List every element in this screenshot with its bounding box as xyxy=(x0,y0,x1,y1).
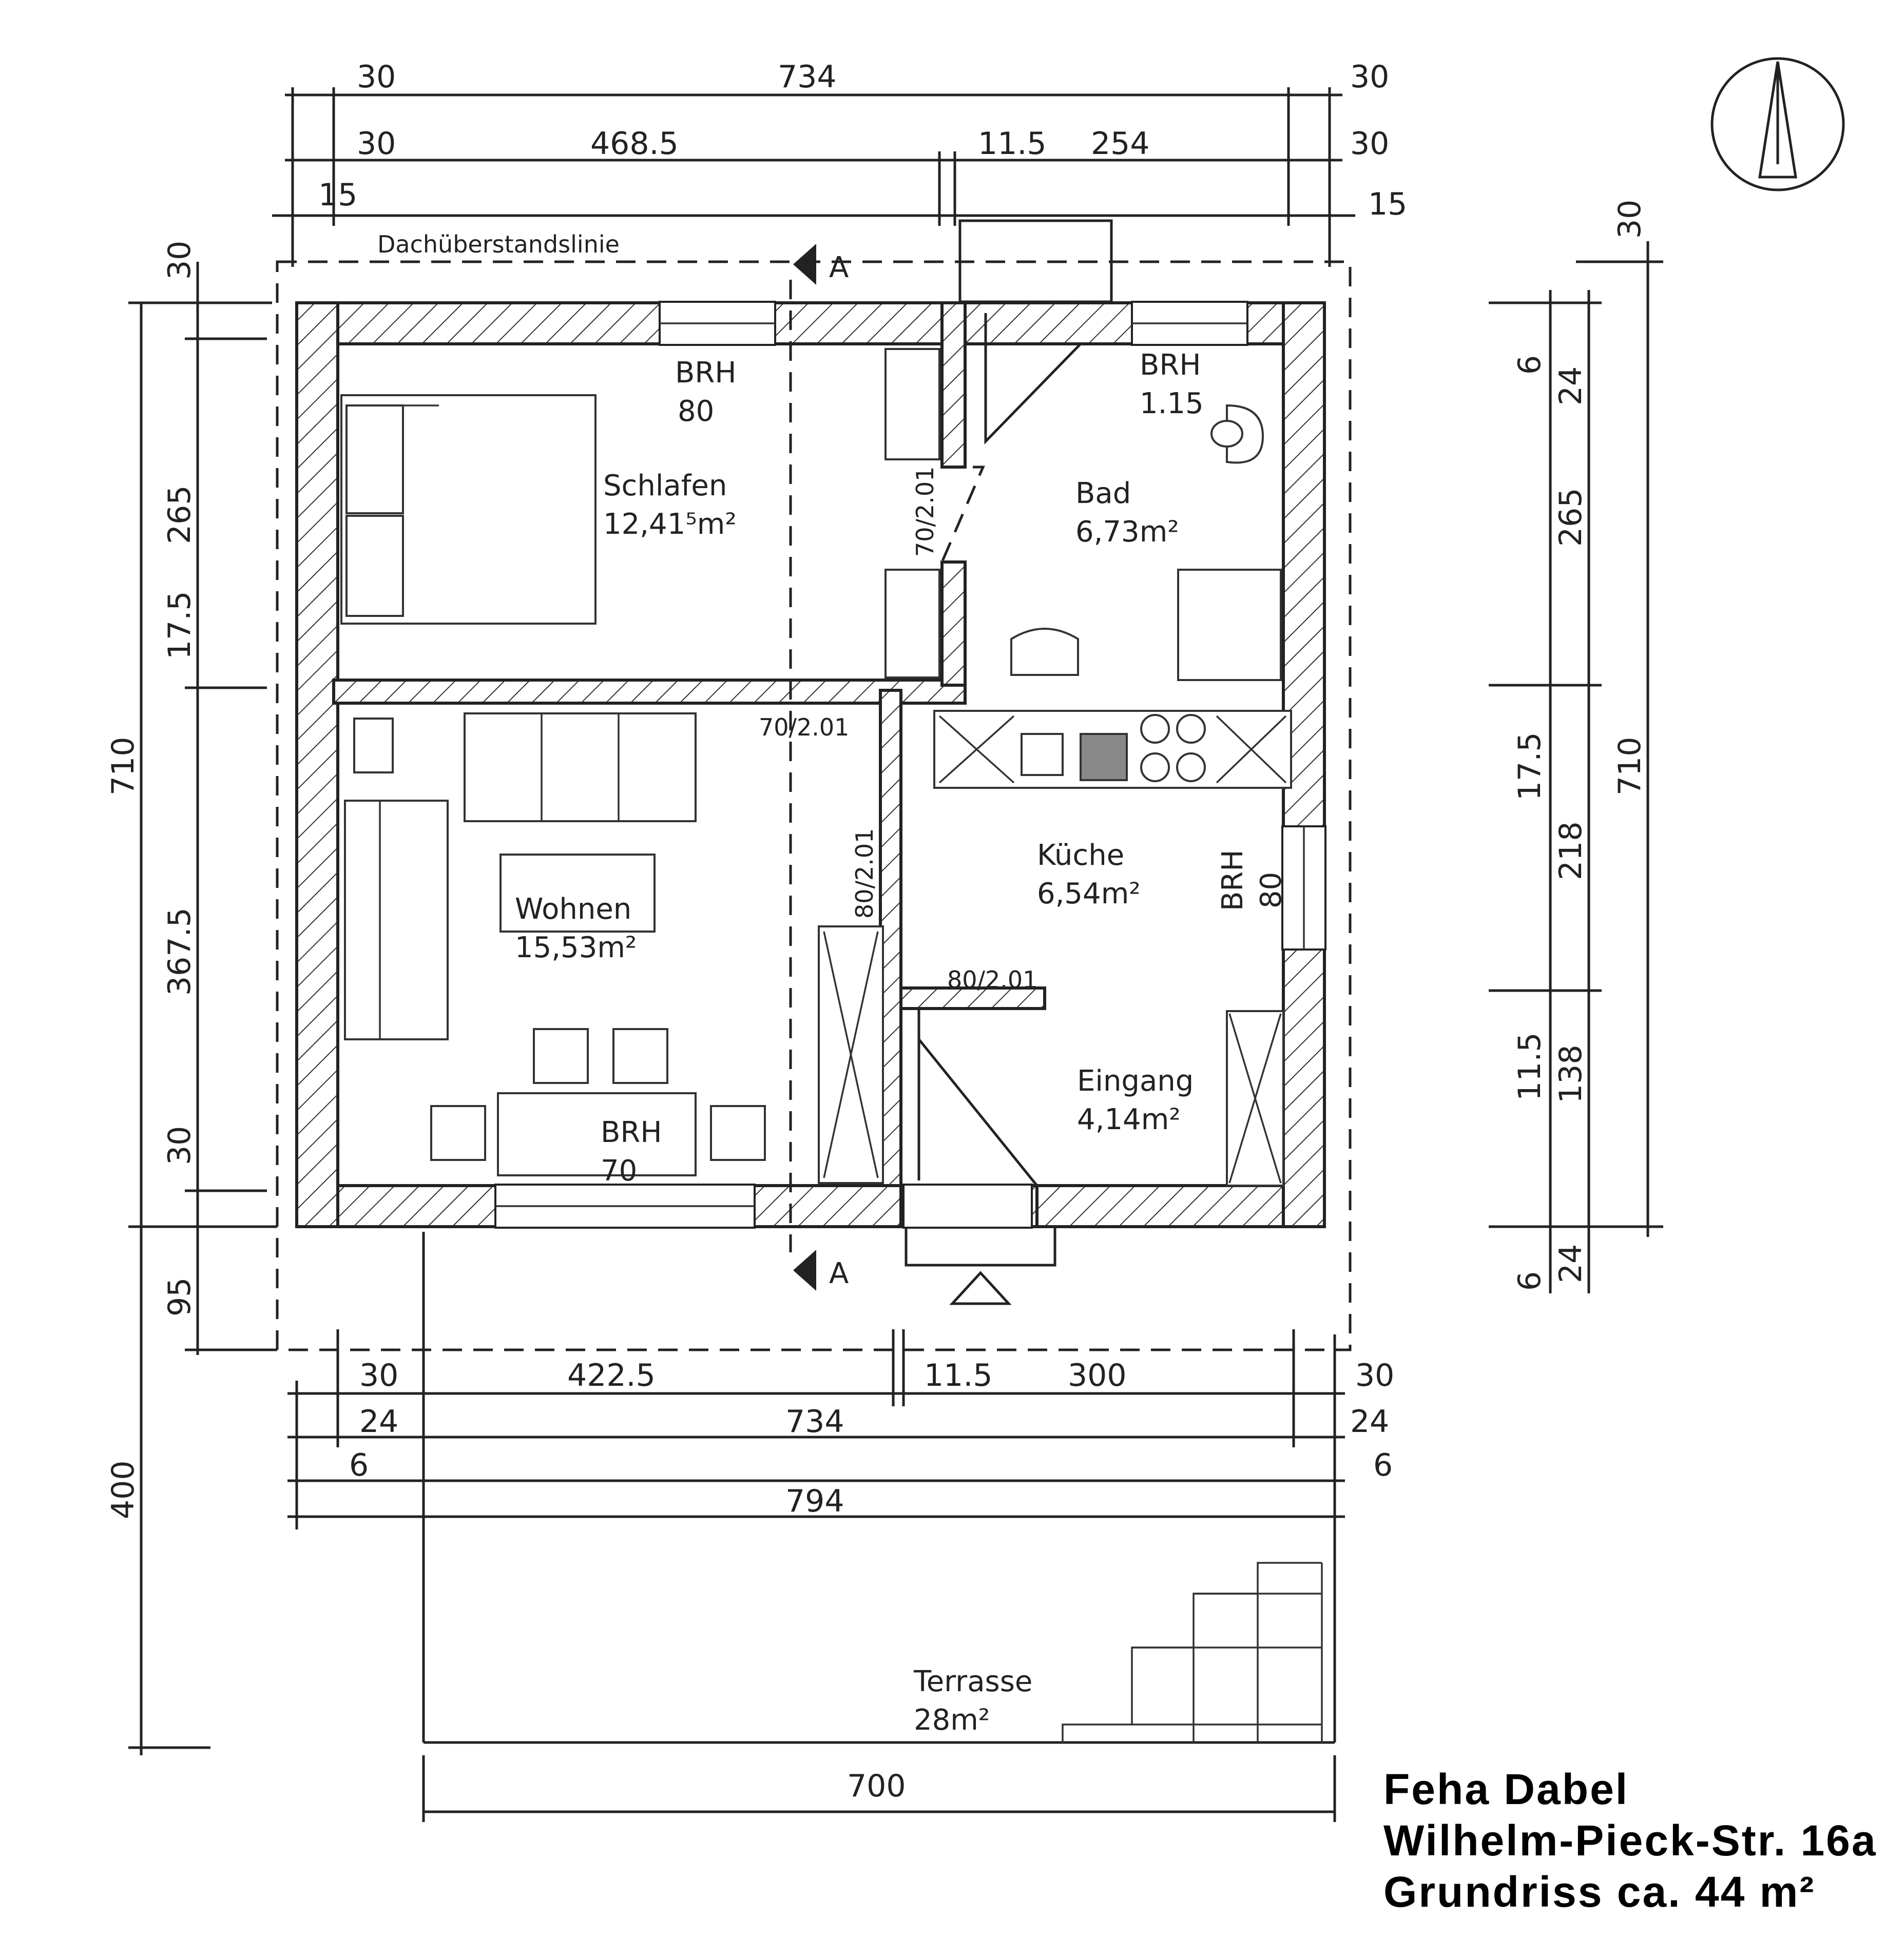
room-kueche-name: Küche xyxy=(1037,839,1124,872)
dim-label: 24 xyxy=(359,1404,398,1440)
furniture-eingang xyxy=(1226,1010,1284,1187)
dim-label: 700 xyxy=(847,1768,906,1804)
dim-label: 11.5 xyxy=(1512,1032,1548,1101)
room-wohnen-brh-value: 70 xyxy=(601,1154,637,1188)
room-bad-name: Bad xyxy=(1075,477,1131,510)
room-bad-brh-label: BRH xyxy=(1140,348,1201,382)
dim-label: 6 xyxy=(349,1447,369,1483)
dim-label: 11.5 xyxy=(978,126,1047,162)
dim-label: 30 xyxy=(359,1358,398,1393)
dim-label: 300 xyxy=(1068,1358,1127,1393)
title-line-3: Grundriss ca. 44 m² xyxy=(1383,1868,1815,1916)
dim-label: 30 xyxy=(357,126,396,162)
dim-label: 468.5 xyxy=(590,126,679,162)
room-bad-brh-value: 1.15 xyxy=(1140,387,1204,420)
dim-label: 265 xyxy=(1553,488,1589,547)
dim-label: 17.5 xyxy=(162,591,198,660)
north-arrow-icon xyxy=(1710,57,1845,191)
dim-label: 30 xyxy=(357,59,396,95)
title-line-2: Wilhelm-Pieck-Str. 16a xyxy=(1383,1816,1877,1865)
room-kueche-area: 6,54m² xyxy=(1037,877,1141,911)
room-eingang-area: 4,14m² xyxy=(1077,1103,1181,1136)
entrance-step xyxy=(905,1227,1056,1267)
door-label: 70/2.01 xyxy=(911,467,939,557)
dim-label: 30 xyxy=(1350,59,1389,95)
dim-label: 710 xyxy=(1612,737,1648,796)
dim-label: 265 xyxy=(162,485,198,544)
dim-label: 367.5 xyxy=(162,907,198,996)
room-kueche-brh-label: BRH xyxy=(1216,850,1249,911)
furniture-wohnen xyxy=(344,712,884,1184)
door-label: 80/2.01 xyxy=(947,966,1037,994)
dim-label: 30 xyxy=(1612,200,1648,239)
room-schlafen-brh-value: 80 xyxy=(678,395,714,428)
dim-label: 710 xyxy=(105,737,141,796)
dim-label: 6 xyxy=(1512,1271,1548,1291)
dim-label: 218 xyxy=(1553,821,1589,880)
room-wohnen-brh-label: BRH xyxy=(601,1116,662,1149)
room-schlafen-area: 12,41⁵m² xyxy=(603,508,737,541)
title-line-1: Feha Dabel xyxy=(1383,1765,1629,1813)
furniture-kitchen xyxy=(933,710,1292,789)
door-label: 80/2.01 xyxy=(851,828,878,919)
room-terrasse-name: Terrasse xyxy=(913,1665,1032,1698)
furniture-wardrobe xyxy=(884,348,940,679)
room-schlafen-brh-label: BRH xyxy=(675,356,736,390)
dimension-lines xyxy=(128,87,1663,1822)
dim-label: 95 xyxy=(162,1277,198,1316)
dim-label: 24 xyxy=(1553,366,1589,405)
dim-label: 422.5 xyxy=(567,1358,656,1393)
section-marker-top: A xyxy=(793,244,849,285)
dim-label: 24 xyxy=(1350,1404,1389,1440)
room-terrasse-area: 28m² xyxy=(914,1703,990,1737)
svg-text:A: A xyxy=(829,1257,849,1290)
dim-label: 400 xyxy=(105,1460,141,1519)
section-marker-bottom: A xyxy=(793,1250,849,1291)
dim-label: 11.5 xyxy=(924,1358,993,1393)
overhang-label: Dachüberstandslinie xyxy=(377,230,620,258)
room-bad-area: 6,73m² xyxy=(1075,515,1179,549)
dim-label: 24 xyxy=(1553,1244,1589,1283)
dim-label: 794 xyxy=(785,1483,844,1519)
room-eingang-name: Eingang xyxy=(1077,1064,1194,1098)
dim-label: 254 xyxy=(1091,126,1150,162)
svg-text:A: A xyxy=(829,251,849,284)
dim-label: 15 xyxy=(1368,186,1407,222)
dim-label: 30 xyxy=(162,241,198,280)
furniture-bed xyxy=(340,394,597,625)
terrace xyxy=(422,1232,1336,1744)
windows xyxy=(494,301,1326,1229)
room-wohnen-name: Wohnen xyxy=(515,893,631,926)
room-kueche-brh-value: 80 xyxy=(1255,872,1288,908)
room-wohnen-area: 15,53m² xyxy=(515,931,637,964)
dim-label: 734 xyxy=(785,1404,844,1440)
dim-label: 6 xyxy=(1373,1447,1393,1483)
dim-label: 138 xyxy=(1553,1044,1589,1103)
dim-label: 30 xyxy=(162,1126,198,1165)
entrance-arrow-icon xyxy=(949,1271,1012,1305)
dim-label: 15 xyxy=(318,177,357,213)
furniture-bath xyxy=(1010,404,1282,681)
room-schlafen-name: Schlafen xyxy=(603,469,727,502)
dim-label: 6 xyxy=(1512,355,1548,375)
dim-label: 734 xyxy=(778,59,837,95)
door-label: 70/2.01 xyxy=(759,713,849,741)
door-swings xyxy=(917,313,1082,1187)
dim-label: 30 xyxy=(1350,126,1389,162)
dim-label: 17.5 xyxy=(1512,732,1548,801)
dim-label: 30 xyxy=(1355,1358,1394,1393)
